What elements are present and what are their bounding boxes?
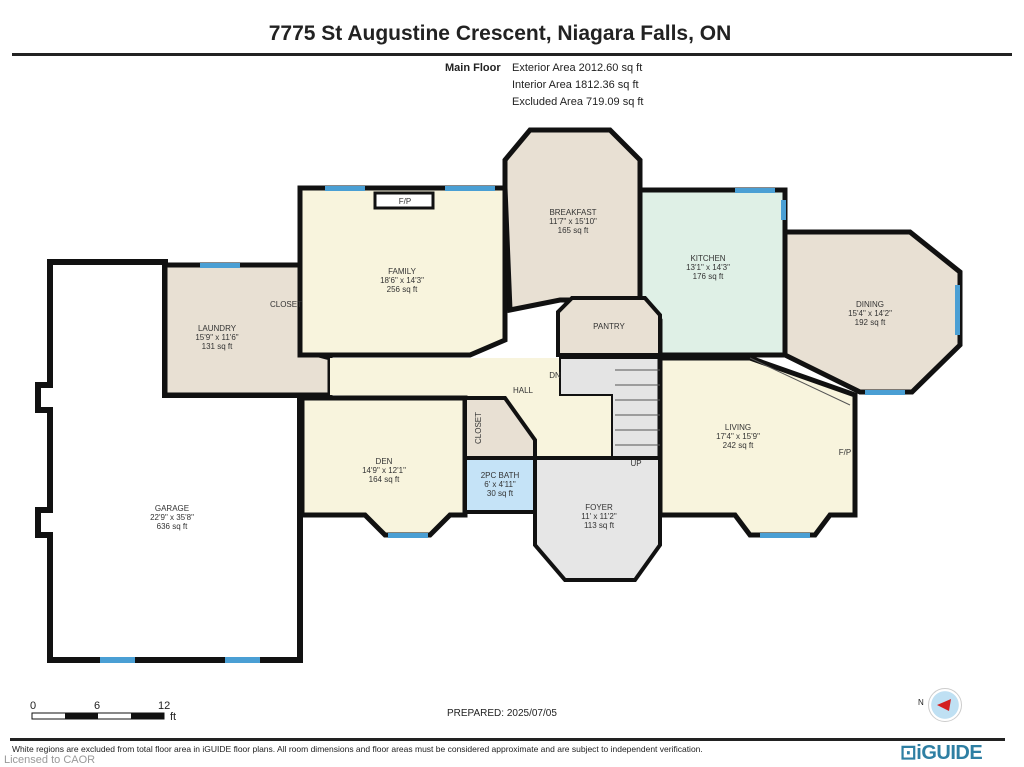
svg-text:11' x 11'2": 11' x 11'2" <box>581 512 617 521</box>
svg-text:6' x 4'11": 6' x 4'11" <box>484 480 516 489</box>
svg-text:LIVING: LIVING <box>725 423 751 432</box>
scale-mark-0: 0 <box>30 700 37 712</box>
den-label: DEN 14'9" x 12'1" 164 sq ft <box>362 457 406 484</box>
brand-name: iGUIDE <box>916 742 983 764</box>
svg-text:256 sq ft: 256 sq ft <box>387 285 418 294</box>
svg-text:18'6" x 14'3": 18'6" x 14'3" <box>380 276 424 285</box>
svg-text:FAMILY: FAMILY <box>388 267 417 276</box>
hall-closet-label: CLOSET <box>474 412 483 444</box>
license-watermark: Licensed to CAOR <box>4 754 96 766</box>
fireplace-label-living: F/P <box>839 448 851 457</box>
fireplace <box>373 191 435 210</box>
svg-text:11'7" x 15'10": 11'7" x 15'10" <box>549 217 597 226</box>
foyer-label: FOYER 11' x 11'2" 113 sq ft <box>581 503 617 530</box>
hall-label: HALL <box>513 386 534 395</box>
pantry-label: PANTRY <box>593 322 625 331</box>
room-closet <box>463 396 537 460</box>
room-foyer <box>533 456 662 582</box>
room-breakfast <box>502 127 643 314</box>
svg-text:15'4" x 14'2": 15'4" x 14'2" <box>848 309 892 318</box>
svg-text:2PC BATH: 2PC BATH <box>481 471 520 480</box>
stairs-up-label: UP <box>630 459 641 468</box>
fireplace-label: F/P <box>399 197 411 206</box>
svg-text:FOYER: FOYER <box>585 503 613 512</box>
kitchen-label: KITCHEN 13'1" x 14'3" 176 sq ft <box>686 254 730 281</box>
divider <box>10 738 1005 741</box>
compass-north-label: N <box>918 698 924 707</box>
compass-icon <box>928 688 962 722</box>
windows <box>100 186 960 663</box>
stairs-down-label: DN <box>549 371 561 380</box>
family-label: FAMILY 18'6" x 14'3" 256 sq ft <box>380 267 424 294</box>
living-label: LIVING 17'4" x 15'9" 242 sq ft <box>716 423 760 450</box>
svg-text:13'1" x 14'3": 13'1" x 14'3" <box>686 263 730 272</box>
svg-text:165 sq ft: 165 sq ft <box>558 226 589 235</box>
prepared-date: PREPARED: 2025/07/05 <box>447 708 557 719</box>
dining-label: DINING 15'4" x 14'2" 192 sq ft <box>848 300 892 327</box>
divider <box>12 53 1012 56</box>
disclaimer: White regions are excluded from total fl… <box>12 744 703 754</box>
laundry-closet-label: CLOSET <box>270 300 302 309</box>
iguide-icon: ⊡ <box>900 742 917 764</box>
svg-text:BREAKFAST: BREAKFAST <box>549 208 596 217</box>
svg-text:22'9" x 35'8": 22'9" x 35'8" <box>150 513 194 522</box>
room-pantry <box>556 296 662 357</box>
svg-text:GARAGE: GARAGE <box>155 504 189 513</box>
exterior-area: Exterior Area 2012.60 sq ft <box>512 62 643 74</box>
svg-text:14'9" x 12'1": 14'9" x 12'1" <box>362 466 406 475</box>
svg-text:164 sq ft: 164 sq ft <box>369 475 400 484</box>
svg-text:30 sq ft: 30 sq ft <box>487 489 514 498</box>
scale-mark-12: 12 <box>158 700 171 712</box>
room-living <box>657 355 858 538</box>
svg-text:242 sq ft: 242 sq ft <box>723 441 754 450</box>
svg-text:17'4" x 15'9": 17'4" x 15'9" <box>716 432 760 441</box>
svg-text:131 sq ft: 131 sq ft <box>202 342 233 351</box>
excluded-area: Excluded Area 719.09 sq ft <box>512 96 644 108</box>
room-dining <box>782 229 963 395</box>
bath-label: 2PC BATH 6' x 4'11" 30 sq ft <box>481 471 520 498</box>
svg-text:LAUNDRY: LAUNDRY <box>198 324 237 333</box>
svg-text:DINING: DINING <box>856 300 884 309</box>
scale-unit: ft <box>170 711 177 723</box>
svg-text:DEN: DEN <box>376 457 393 466</box>
page-title: 7775 St Augustine Crescent, Niagara Fall… <box>268 22 732 45</box>
scale-mark-6: 6 <box>94 700 101 712</box>
svg-text:176 sq ft: 176 sq ft <box>693 272 724 281</box>
scale-bar <box>31 712 165 720</box>
iguide-logo: ⊡iGUIDE <box>900 740 983 765</box>
svg-text:192 sq ft: 192 sq ft <box>855 318 886 327</box>
svg-text:113 sq ft: 113 sq ft <box>584 521 615 530</box>
svg-text:KITCHEN: KITCHEN <box>690 254 725 263</box>
floor-name: Main Floor <box>445 62 501 74</box>
room-hall <box>330 358 612 458</box>
svg-text:15'9" x 11'6": 15'9" x 11'6" <box>195 333 238 342</box>
interior-area: Interior Area 1812.36 sq ft <box>512 79 639 91</box>
garage-label: GARAGE 22'9" x 35'8" 636 sq ft <box>150 504 194 531</box>
svg-text:636 sq ft: 636 sq ft <box>157 522 188 531</box>
breakfast-label: BREAKFAST 11'7" x 15'10" 165 sq ft <box>549 208 597 235</box>
laundry-label: LAUNDRY 15'9" x 11'6" 131 sq ft <box>195 324 238 351</box>
